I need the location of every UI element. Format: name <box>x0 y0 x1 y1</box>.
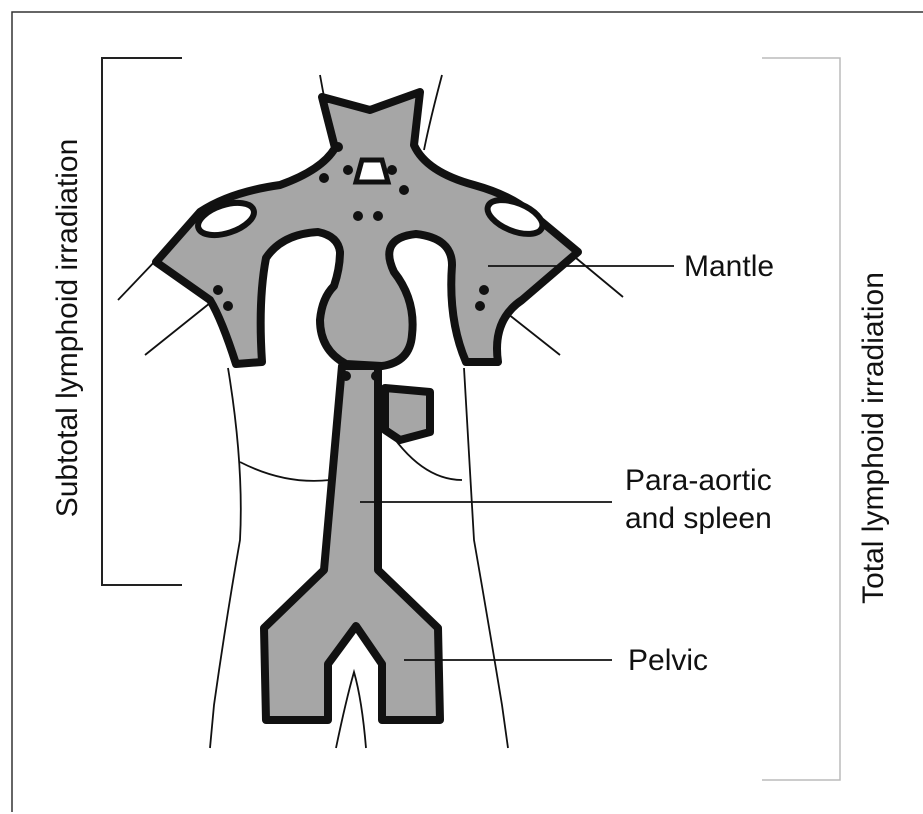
subtotal-bracket <box>102 58 182 585</box>
mantle-label: Mantle <box>684 248 774 286</box>
radiation-field <box>156 92 578 720</box>
subtotal-label: Subtotal lymphoid irradiation <box>51 118 85 538</box>
para-aortic-label: Para-aortic and spleen <box>625 462 772 537</box>
total-bracket <box>762 58 840 780</box>
pelvic-label: Pelvic <box>628 642 708 680</box>
total-label: Total lymphoid irradiation <box>857 228 891 648</box>
spleen-field <box>385 388 430 440</box>
para-aortic-label-line1: Para-aortic <box>625 462 772 500</box>
para-aortic-label-line2: and spleen <box>625 500 772 538</box>
figure-border <box>12 12 923 812</box>
trachea-marker <box>356 160 388 182</box>
